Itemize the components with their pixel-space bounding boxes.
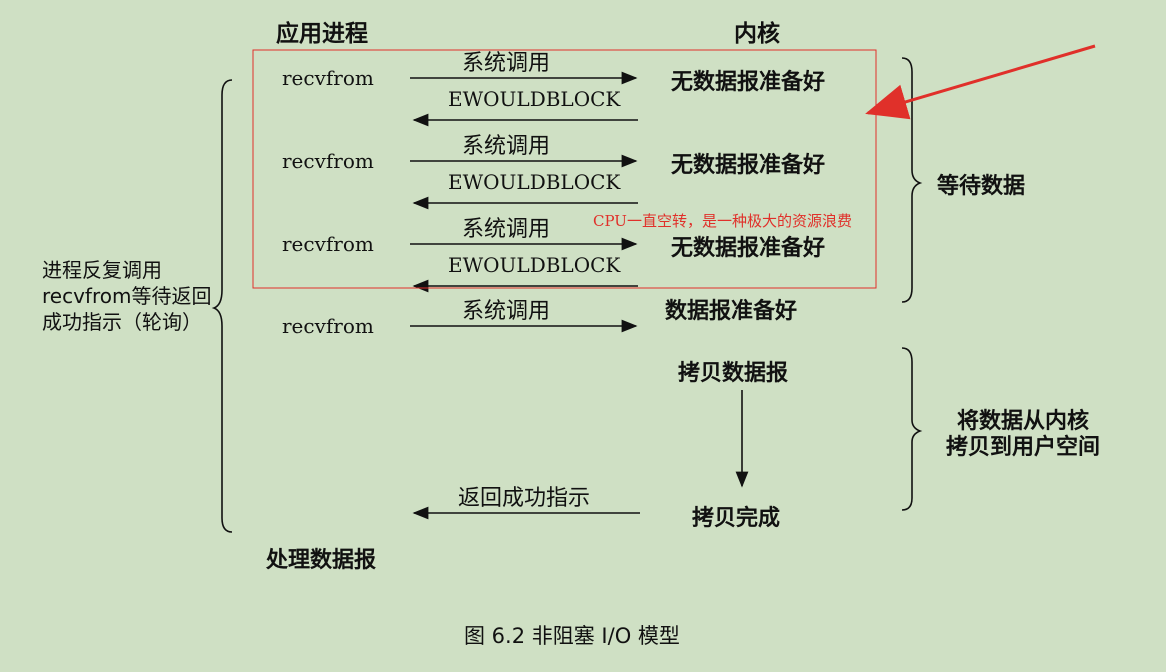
figure-caption: 图 6.2 非阻塞 I/O 模型: [464, 624, 680, 648]
kernel-state-4: 数据报准备好: [665, 299, 798, 324]
syscall-label-3: 系统调用: [462, 217, 551, 242]
recvfrom-call-4: recvfrom: [282, 314, 374, 338]
cpu-annotation: CPU一直空转，是一种极大的资源浪费: [593, 212, 852, 230]
copy-brace: [901, 347, 923, 511]
left-brace: [211, 79, 233, 533]
highlight-box: [252, 49, 877, 289]
annotation-arrow: [865, 44, 1096, 120]
recvfrom-call-2: recvfrom: [282, 149, 374, 173]
recvfrom-call-1: recvfrom: [282, 66, 374, 90]
app-process-header: 应用进程: [276, 21, 368, 47]
kernel-state-1: 无数据报准备好: [671, 70, 826, 95]
return-success-label: 返回成功指示: [458, 486, 591, 511]
syscall-label-1: 系统调用: [462, 51, 551, 76]
wait-data-label: 等待数据: [937, 174, 1026, 199]
copy-to-user-line1: 将数据从内核: [957, 409, 1090, 434]
copy-datagram-label: 拷贝数据报: [678, 361, 789, 386]
ewouldblock-3: EWOULDBLOCK: [448, 253, 621, 277]
polling-note: 进程反复调用recvfrom等待返回成功指示（轮询）: [42, 258, 212, 334]
copy-done-label: 拷贝完成: [692, 506, 781, 531]
ewouldblock-2: EWOULDBLOCK: [448, 170, 621, 194]
copy-to-user-line2: 拷贝到用户空间: [946, 435, 1101, 460]
recvfrom-call-3: recvfrom: [282, 232, 374, 256]
ewouldblock-1: EWOULDBLOCK: [448, 87, 621, 111]
kernel-header: 内核: [734, 21, 780, 47]
kernel-state-3: 无数据报准备好: [671, 236, 826, 261]
process-datagram-label: 处理数据报: [266, 548, 377, 573]
syscall-label-2: 系统调用: [462, 134, 551, 159]
kernel-state-2: 无数据报准备好: [671, 153, 826, 178]
syscall-label-4: 系统调用: [462, 299, 551, 324]
wait-data-brace: [901, 57, 923, 303]
